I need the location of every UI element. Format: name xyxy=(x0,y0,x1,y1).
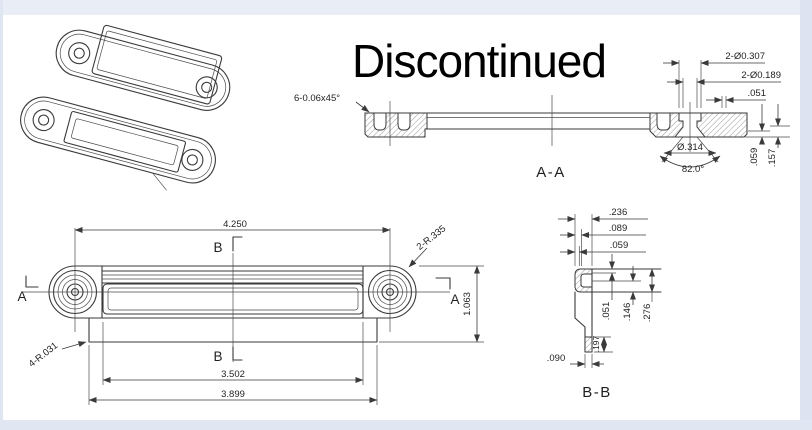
front-dim-end-radius: 2-R.335 xyxy=(415,223,448,252)
aa-dim-chamfer: 6-0.06x45° xyxy=(294,93,340,104)
section-bb-title: B-B xyxy=(582,384,612,401)
frame-band-bottom xyxy=(0,420,812,430)
front-dim-inner-width: 3.502 xyxy=(221,369,245,380)
front-view: 4.250 2-R.335 B B A A 1.063 4-R.031 3.50… xyxy=(17,219,484,405)
front-dim-fillet: 4-R.031 xyxy=(27,340,60,369)
bb-dim-w-full: .236 xyxy=(609,207,628,218)
frame-band-right xyxy=(800,0,812,430)
aa-dim-angle: 82.0° xyxy=(682,164,704,175)
discontinued-watermark: Discontinued xyxy=(352,35,607,87)
cut-marker-b-top xyxy=(232,236,243,252)
bb-foot-hatched xyxy=(584,336,593,353)
bb-dim-t-mid: .146 xyxy=(622,303,633,322)
iso-part-upper xyxy=(55,24,231,111)
front-cut-label-a-left: A xyxy=(17,289,26,304)
bb-dim-leg: .197 xyxy=(591,335,601,352)
aa-dim-holes-inner: 2-Ø0.189 xyxy=(741,70,781,81)
aa-dim-h-big: .157 xyxy=(767,149,778,168)
bb-dim-t-small: .051 xyxy=(601,302,612,321)
bb-hook-hatched xyxy=(574,268,593,293)
frame-band-top xyxy=(0,0,812,15)
section-aa-view: 6-0.06x45° 2-Ø0.307 2-Ø0.189 .051 Ø.314 … xyxy=(294,51,790,181)
front-dim-height: 1.063 xyxy=(462,292,473,316)
aa-dim-csk: Ø.314 xyxy=(677,142,703,153)
cut-marker-a-left xyxy=(25,275,39,288)
bb-dim-t-full: .276 xyxy=(642,304,653,323)
aa-dim-h-small: .059 xyxy=(749,148,760,167)
bb-dim-w-mid: .089 xyxy=(609,223,628,234)
front-cut-label-b-top: B xyxy=(213,240,222,255)
cut-marker-a-right xyxy=(435,277,451,290)
front-dim-flange-width: 3.899 xyxy=(221,389,245,400)
bb-dim-w-wall: .059 xyxy=(610,240,629,251)
section-aa-title: A-A xyxy=(536,164,566,181)
front-dim-width-centers: 4.250 xyxy=(223,219,247,230)
front-cut-label-a-right: A xyxy=(450,292,459,307)
section-bb-view: .236 .089 .059 .051 .146 .276 .197 .090 … xyxy=(547,207,662,401)
cut-marker-b-bottom xyxy=(232,346,243,361)
aa-dim-step: .051 xyxy=(748,88,767,99)
aa-dim-holes-outer: 2-Ø0.307 xyxy=(725,51,765,62)
front-cut-label-b-bottom: B xyxy=(213,349,222,364)
iso-part-lower xyxy=(20,96,216,191)
bb-dim-foot: .090 xyxy=(547,353,566,364)
frame-band-left xyxy=(0,0,3,430)
